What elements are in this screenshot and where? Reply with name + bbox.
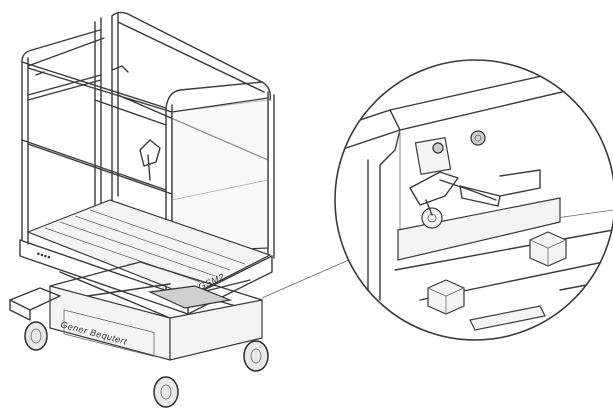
wheel-front-left (24, 321, 48, 351)
base-chassis: Gener Bequtert (9, 261, 263, 361)
wheels (24, 321, 269, 408)
wheel-front-right (153, 376, 179, 408)
hex-nut-right (529, 231, 567, 267)
latch-assembly (409, 130, 541, 229)
scissor-lift: ▪▪▪▪ GSM2 Gener Bequtert (9, 11, 275, 408)
platform-deck: ▪▪▪▪ GSM2 (19, 199, 273, 315)
back-panel (171, 97, 269, 253)
hex-nut-left (427, 279, 465, 315)
wheel-rear-right (243, 340, 269, 372)
detail-magnified-view (334, 59, 613, 341)
callout-line (261, 254, 361, 299)
svg-text:▪▪▪▪: ▪▪▪▪ (35, 248, 52, 262)
